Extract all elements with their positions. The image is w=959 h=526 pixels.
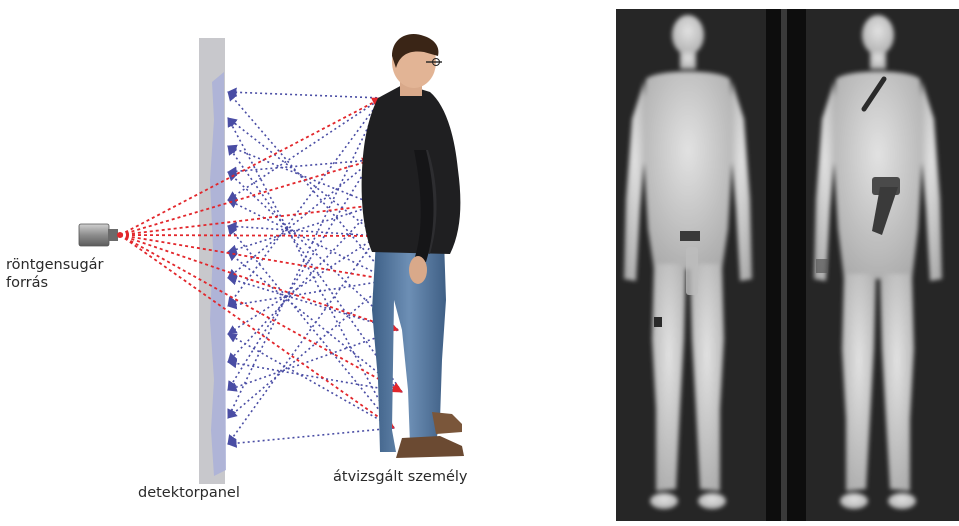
detector-panel [199, 38, 226, 484]
backscatter-ray-2 [228, 98, 382, 200]
backscatter-ray-6 [228, 160, 372, 278]
backscatter-ray-7 [228, 160, 372, 390]
backscatter-scan-image [616, 9, 959, 521]
emitted-ray-4 [120, 235, 378, 236]
backscatter-ray-14 [228, 236, 378, 444]
backscatter-ray-10 [228, 205, 376, 362]
backscatter-ray-13 [228, 236, 378, 334]
xray-source-label-line1: röntgensugár [6, 256, 104, 274]
emitted-ray-7 [120, 235, 402, 392]
backscatter-ray-8 [228, 146, 376, 205]
backscatter-ray-27 [228, 334, 394, 428]
xray-source-label-line2: forrás [6, 274, 104, 292]
backscatter-ray-21 [228, 330, 398, 390]
backscatter-ray-4 [228, 98, 382, 418]
detector-panel-label: detektorpanel [138, 484, 240, 502]
emitted-ray-5 [120, 235, 390, 280]
backscatter-ray-28 [228, 428, 394, 444]
backscatter-ray-18 [228, 280, 390, 418]
backscatter-ray-24 [228, 362, 402, 392]
xray-source-label: röntgensugár forrás [6, 256, 104, 292]
belt-buckle-shape [680, 231, 700, 241]
scanned-person-label: átvizsgált személy [333, 468, 468, 486]
emitted-ray-8 [120, 235, 394, 428]
backscatter-ray-11 [228, 118, 378, 236]
backscatter-ray-1 [228, 92, 382, 98]
backscatter-ray-9 [228, 205, 376, 252]
xray-source-icon [79, 224, 123, 246]
backscatter-diagram: röntgensugár forrás detektorpanel átvizs… [0, 0, 600, 521]
emitted-ray-1 [120, 98, 382, 235]
emitted-ray-3 [120, 205, 376, 235]
backscatter-ray-17 [228, 280, 390, 306]
scan-canvas [616, 9, 959, 521]
object-on-thigh-shape [654, 317, 662, 327]
